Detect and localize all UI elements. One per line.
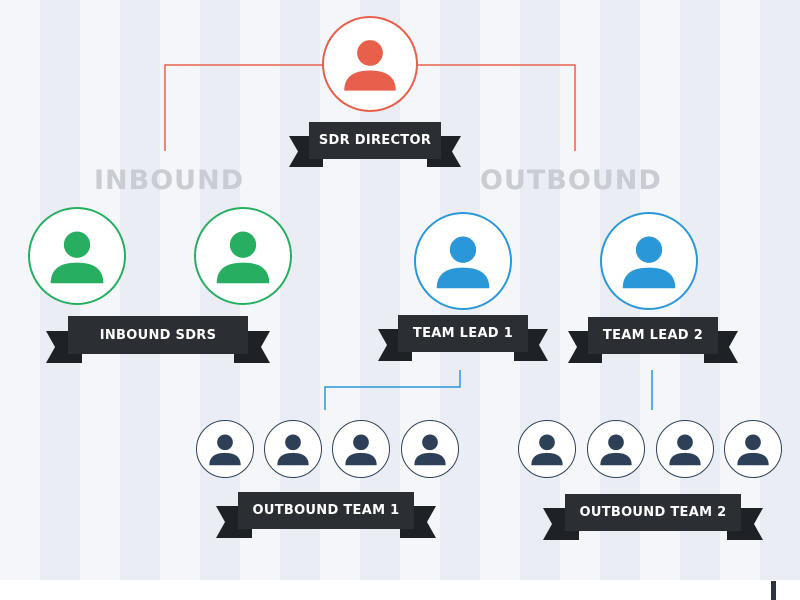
team-lead-2-ribbon: TEAM LEAD 2 [568, 317, 738, 363]
person-icon [345, 434, 377, 466]
person-icon [277, 434, 309, 466]
bottom-band [0, 580, 800, 600]
outbound-team-2-label: OUTBOUND TEAM 2 [565, 494, 741, 531]
outbound-section-label: OUTBOUND [480, 165, 662, 196]
outbound-team-1-ribbon: OUTBOUND TEAM 1 [216, 492, 436, 538]
sdr-director-label: SDR DIRECTOR [309, 122, 441, 159]
inbound-sdrs-ribbon: INBOUND SDRS [46, 316, 270, 363]
person-icon [216, 231, 270, 284]
outbound-team-2-ribbon: OUTBOUND TEAM 2 [543, 494, 763, 540]
person-icon [436, 236, 490, 289]
team-lead-1-connector [324, 370, 461, 410]
sdr-director-ribbon: SDR DIRECTOR [289, 122, 461, 167]
bottom-mark [771, 581, 776, 600]
team-member-avatar [401, 420, 459, 478]
person-icon [344, 40, 396, 91]
team-lead-1-avatar [414, 212, 512, 310]
team-member-avatar [332, 420, 390, 478]
person-icon [531, 434, 563, 466]
person-icon [50, 231, 104, 284]
inbound-sdr-avatar [194, 207, 292, 305]
person-icon [209, 434, 241, 466]
team-lead-1-ribbon: TEAM LEAD 1 [378, 315, 548, 361]
team-member-avatar [587, 420, 645, 478]
team-lead-2-label: TEAM LEAD 2 [588, 317, 718, 354]
inbound-section-label: INBOUND [94, 165, 245, 196]
person-icon [414, 434, 446, 466]
outbound-team-1-label: OUTBOUND TEAM 1 [238, 492, 414, 529]
team-member-avatar [656, 420, 714, 478]
team-member-avatar [264, 420, 322, 478]
team-member-avatar [518, 420, 576, 478]
inbound-sdrs-label: INBOUND SDRS [68, 316, 248, 354]
team-member-avatar [724, 420, 782, 478]
sdr-director-avatar [322, 16, 418, 112]
person-icon [622, 236, 676, 289]
person-icon [737, 434, 769, 466]
person-icon [669, 434, 701, 466]
inbound-sdr-avatar [28, 207, 126, 305]
team-lead-1-label: TEAM LEAD 1 [398, 315, 528, 352]
person-icon [600, 434, 632, 466]
team-lead-2-avatar [600, 212, 698, 310]
team-member-avatar [196, 420, 254, 478]
